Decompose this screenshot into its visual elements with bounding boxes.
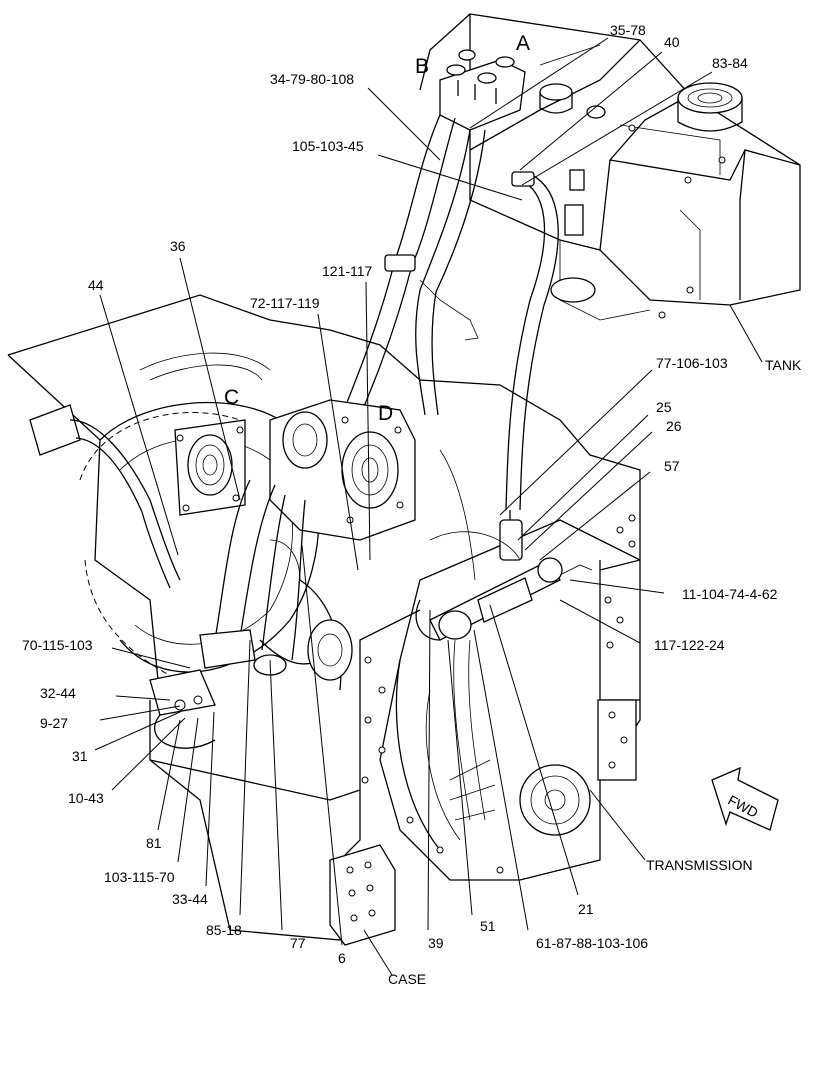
callout-label: 51 [480, 918, 496, 934]
main-case [149, 579, 421, 946]
pump-housing [7, 294, 641, 701]
case-label: CASE [388, 971, 426, 987]
callout-label: 10-43 [68, 790, 104, 806]
hydraulic-tank [419, 13, 801, 321]
callout-label: 34-79-80-108 [270, 71, 354, 87]
valve-block [439, 44, 601, 131]
transmission-case [379, 514, 641, 881]
callout-label: 26 [666, 418, 682, 434]
transmission-label: TRANSMISSION [646, 857, 753, 873]
tank-label: TANK [765, 357, 802, 373]
callout-label: 25 [656, 399, 672, 415]
line-art [7, 13, 801, 946]
callout-label: 61-87-88-103-106 [536, 935, 648, 951]
callout-label: 83-84 [712, 55, 748, 71]
callout-label: 81 [146, 835, 162, 851]
callout-label: 121-117 [322, 263, 373, 279]
view-letter-d: D [378, 402, 393, 425]
view-letter-b: B [415, 55, 429, 78]
callout-label: 57 [664, 458, 680, 474]
callout-label: 77 [290, 935, 306, 951]
fwd-arrow [711, 766, 779, 831]
callout-label: 103-115-70 [104, 869, 175, 885]
callout-label: 85-18 [206, 922, 242, 938]
callout-label: 70-115-103 [22, 637, 93, 653]
callout-label: 11-104-74-4-62 [682, 586, 778, 602]
callout-label: 36 [170, 238, 186, 254]
callout-label: 72-117-119 [250, 295, 320, 311]
callout-label: 9-27 [40, 715, 68, 731]
callout-label: 105-103-45 [292, 138, 364, 154]
leader-lines [94, 37, 763, 976]
view-letter-a: A [516, 32, 530, 55]
callout-label: 32-44 [40, 685, 76, 701]
central-pump [269, 399, 416, 541]
callout-label: 40 [664, 34, 680, 50]
callout-label: 35-78 [610, 22, 646, 38]
callout-label: 44 [88, 277, 104, 293]
callout-label: 33-44 [172, 891, 208, 907]
view-letters: A B C D [224, 32, 530, 425]
callout-label: 31 [72, 748, 88, 764]
callout-label: 39 [428, 935, 444, 951]
filter-assembly [415, 449, 593, 821]
callout-labels: 35-78 40 83-84 34-79-80-108 105-103-45 3… [22, 22, 778, 966]
view-letter-c: C [224, 386, 239, 409]
callout-label: 6 [338, 950, 346, 966]
component-labels: TANK TRANSMISSION CASE FWD [388, 357, 802, 987]
callout-label: 77-106-103 [656, 355, 728, 371]
callout-label: 117-122-24 [654, 637, 725, 653]
callout-label: 21 [578, 901, 594, 917]
